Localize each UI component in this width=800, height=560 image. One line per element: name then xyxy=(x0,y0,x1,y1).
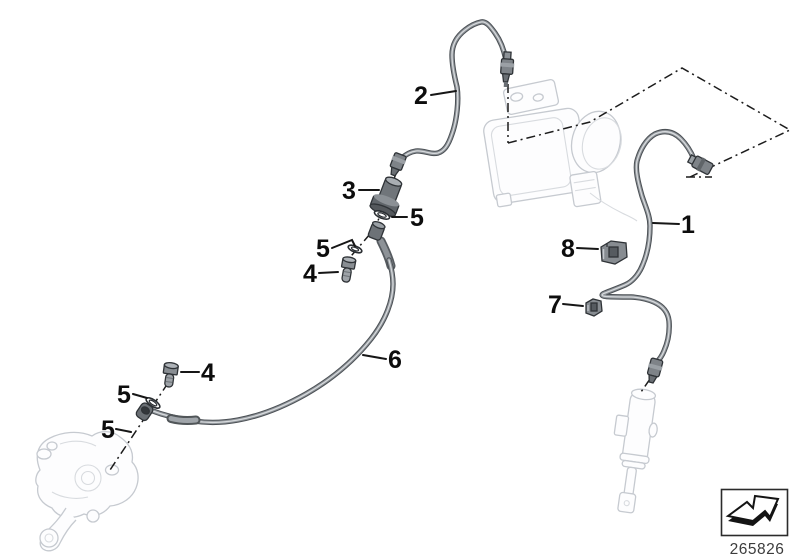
master-cylinder-ghost xyxy=(613,388,658,514)
callouts: 2 3 5 5 4 6 1 8 7 4 5 5 xyxy=(101,82,695,444)
callout-1: 1 xyxy=(681,211,695,239)
reference-lines xyxy=(109,67,792,471)
callout-5-lower-1: 5 xyxy=(117,381,131,409)
clip-7 xyxy=(585,298,603,317)
banjo-bolt-upper xyxy=(340,256,357,283)
abs-hydraulic-unit-ghost xyxy=(483,78,638,222)
callout-4-lower: 4 xyxy=(201,359,215,387)
callout-5-lower-2: 5 xyxy=(101,416,115,444)
connector-part-3 xyxy=(369,176,403,217)
brake-hose-6 xyxy=(150,236,393,422)
pipe2-union-fitting-lower xyxy=(389,152,407,177)
callout-4-upper: 4 xyxy=(303,260,317,288)
hose1-fitting-master-cylinder xyxy=(646,357,664,384)
callout-2: 2 xyxy=(414,82,428,110)
callout-5-upper-left: 5 xyxy=(316,235,330,263)
callout-5-upper-right: 5 xyxy=(410,204,424,232)
leader-lines xyxy=(115,90,680,433)
axis-caliper-stack xyxy=(109,382,169,471)
direction-arrow-box xyxy=(720,488,789,537)
callout-8: 8 xyxy=(561,235,575,263)
seal-washer-mid xyxy=(347,244,363,254)
banjo-bolt-lower xyxy=(162,362,179,388)
abs-region-frame xyxy=(507,67,792,178)
hose-socket-fitting-top xyxy=(367,220,386,241)
axis-hose-to-master-cylinder xyxy=(640,378,651,393)
clip-8 xyxy=(600,240,628,265)
axis-bolt-upper xyxy=(345,233,371,263)
callout-3: 3 xyxy=(342,177,356,205)
seal-washer-upper xyxy=(373,210,391,220)
hose-banjo-fitting-end xyxy=(135,402,154,422)
pipe1-union-fitting-right xyxy=(686,154,714,175)
callout-7: 7 xyxy=(548,291,562,319)
pipe2-union-fitting-top xyxy=(500,51,515,88)
drawing-number: 265826 xyxy=(730,541,785,558)
callout-6: 6 xyxy=(388,346,402,374)
direction-arrow-icon xyxy=(725,494,780,526)
brake-caliper-ghost xyxy=(35,430,139,552)
